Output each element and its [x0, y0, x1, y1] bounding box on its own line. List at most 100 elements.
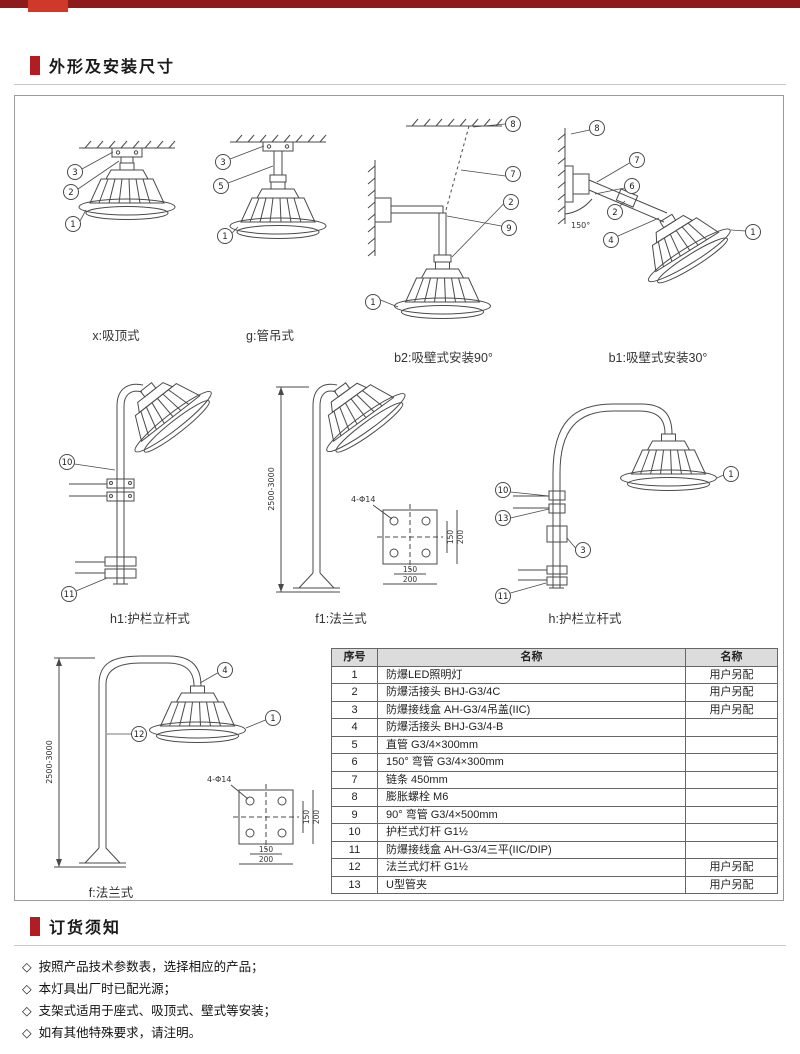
svg-text:13: 13	[498, 514, 509, 524]
pole-assembly	[513, 403, 717, 589]
cell-name: 防爆接线盒 AH-G3/4三平(IIC/DIP)	[377, 840, 686, 859]
cell-no: 4	[331, 718, 378, 737]
drawing-flange-pole-2: 2500-3000 4-Φ14 150 200 150 200 4 1 12	[45, 655, 321, 868]
wall-hatch	[557, 127, 566, 225]
cell-note	[685, 805, 778, 824]
svg-text:3: 3	[580, 546, 585, 556]
svg-text:3: 3	[72, 168, 77, 178]
cell-no: 5	[331, 735, 378, 754]
cell-note: 用户另配	[685, 875, 778, 894]
svg-text:2: 2	[612, 208, 617, 218]
pipe-assembly	[564, 165, 738, 292]
callout-10: 10	[495, 482, 550, 498]
callout-5: 5	[213, 165, 274, 194]
svg-text:12: 12	[134, 730, 145, 740]
order-notes: ◇按照产品技术参数表，选择相应的产品； ◇本灯具出厂时已配光源； ◇支架式适用于…	[22, 960, 276, 1048]
svg-text:8: 8	[594, 124, 599, 134]
cell-no: 13	[331, 875, 378, 894]
section-header-ordering: 订货须知	[30, 916, 122, 937]
drawing-label-flange-1: f1:法兰式	[315, 612, 367, 626]
cell-no: 10	[331, 823, 378, 842]
drawing-wall-mount-90: 8 7 2 9 1	[365, 116, 521, 319]
svg-text:11: 11	[64, 590, 75, 600]
diamond-bullet: ◇	[22, 1026, 32, 1040]
red-accent-block	[30, 916, 40, 936]
flange-dim-inner-side: 150	[302, 810, 311, 825]
callout-7: 7	[460, 166, 521, 182]
angle-dimension: 150°	[571, 221, 590, 230]
callout-1: 1	[716, 466, 739, 482]
flange-dim-inner: 150	[403, 565, 418, 574]
callout-13: 13	[495, 508, 550, 526]
lamp-assembly	[229, 141, 327, 239]
cell-no: 2	[331, 683, 378, 702]
cell-no: 8	[331, 788, 378, 807]
svg-text:4: 4	[608, 236, 613, 246]
flange-dim-outer-side: 200	[456, 530, 465, 545]
svg-text:11: 11	[498, 592, 509, 602]
note-text: 本灯具出厂时已配光源；	[38, 982, 177, 996]
cell-no: 3	[331, 700, 378, 719]
svg-text:1: 1	[222, 232, 227, 242]
section-title-ordering: 订货须知	[49, 920, 122, 937]
cell-no: 12	[331, 858, 378, 877]
cell-name: 防爆接线盒 AH-G3/4吊盖(IIC)	[377, 700, 686, 719]
lamp-assembly	[78, 147, 176, 220]
cell-note	[685, 770, 778, 789]
drawing-label-guardrail-1: h1:护栏立杆式	[110, 612, 190, 626]
drawing-label-guardrail-2: h:护栏立杆式	[548, 612, 622, 626]
svg-text:1: 1	[750, 228, 755, 238]
drawing-wall-mount-30: 150° 8 7 6 2 4 1	[557, 120, 761, 292]
note-item: ◇支架式适用于座式、吸顶式、壁式等安装；	[22, 1004, 276, 1018]
section-title-dimensions: 外形及安装尺寸	[49, 59, 176, 76]
svg-text:3: 3	[220, 158, 225, 168]
bolt-holes-label: 4-Φ14	[207, 775, 231, 784]
callout-11: 11	[495, 582, 547, 604]
drawing-guardrail-pole-2: 1 10 13 3 11	[495, 403, 739, 604]
banner-red-tab	[28, 0, 68, 12]
callout-4: 4	[603, 217, 660, 248]
flange-dim-inner-side: 150	[446, 530, 455, 545]
note-text: 支架式适用于座式、吸顶式、壁式等安装；	[38, 1004, 277, 1018]
svg-text:5: 5	[218, 182, 223, 192]
callout-8: 8	[570, 120, 605, 136]
divider-line	[14, 84, 786, 85]
cell-name: 直管 G3/4×300mm	[377, 735, 686, 754]
callout-3: 3	[67, 151, 114, 180]
callout-9: 9	[446, 215, 517, 236]
top-banner	[0, 0, 800, 12]
drawing-label-pipe-hung: g:管吊式	[246, 329, 294, 343]
dim-arrow-bottom	[278, 584, 284, 592]
drawing-label-wall-30: b1:吸壁式安装30°	[608, 351, 708, 365]
dim-arrow-bottom	[56, 859, 62, 867]
dim-arrow-top	[278, 387, 284, 395]
cell-no: 6	[331, 753, 378, 772]
cell-name: 法兰式灯杆 G1½	[377, 858, 686, 877]
cell-name: 90° 弯管 G3/4×500mm	[377, 805, 686, 824]
svg-text:7: 7	[510, 170, 515, 180]
svg-text:7: 7	[634, 156, 639, 166]
height-dimension: 2500-3000	[45, 740, 54, 784]
cell-name: 150° 弯管 G3/4×300mm	[377, 753, 686, 772]
drawing-label-ceiling-mount: x:吸顶式	[92, 329, 140, 343]
svg-text:10: 10	[498, 486, 509, 496]
cell-name: 防爆LED照明灯	[377, 665, 686, 684]
pole-assembly	[276, 368, 413, 593]
callout-1: 1	[245, 710, 281, 729]
cell-note: 用户另配	[685, 665, 778, 684]
flange-dim-outer-side: 200	[312, 810, 321, 825]
cell-name: 防爆活接头 BHJ-G3/4-B	[377, 718, 686, 737]
svg-text:1: 1	[728, 470, 733, 480]
cell-no: 7	[331, 770, 378, 789]
cell-note	[685, 735, 778, 754]
callout-1: 1	[365, 294, 399, 310]
cell-name: 膨胀螺栓 M6	[377, 788, 686, 807]
cell-no: 9	[331, 805, 378, 824]
note-item: ◇如有其他特殊要求，请注明。	[22, 1026, 276, 1040]
callout-8: 8	[472, 116, 521, 132]
cell-name: 链条 450mm	[377, 770, 686, 789]
